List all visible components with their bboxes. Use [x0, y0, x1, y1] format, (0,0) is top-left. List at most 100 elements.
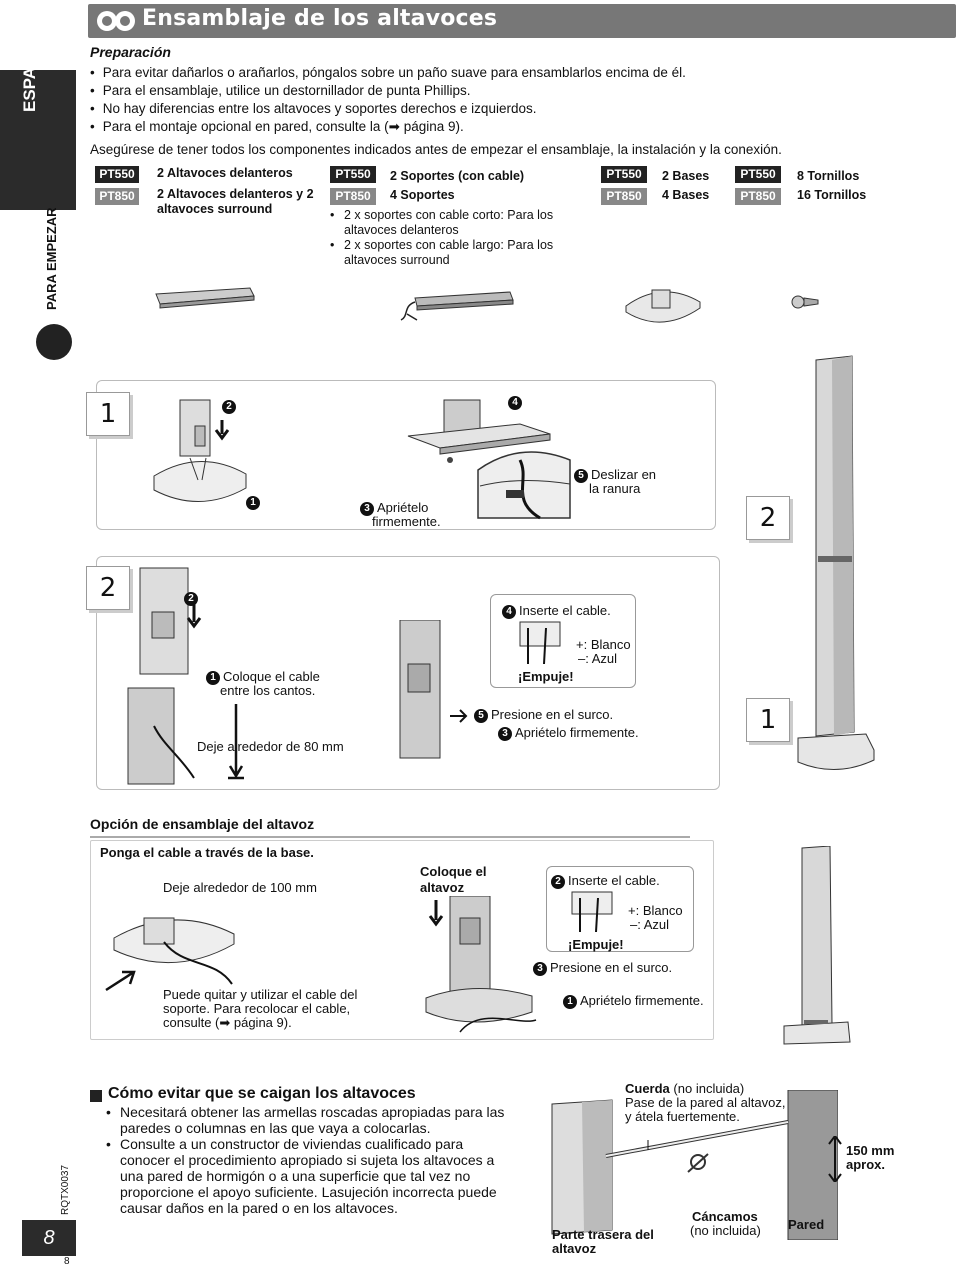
- length-indicator-icon: [228, 704, 244, 780]
- screws-pt550: 8 Tornillos: [797, 169, 860, 183]
- step-1-tighten-label-2: firmemente.: [372, 514, 441, 529]
- list-item: 2 x soportes con cable largo: Para los a…: [330, 238, 580, 268]
- label-text: Apriételo firmemente.: [515, 725, 639, 740]
- polarity-blue: –: Azul: [578, 651, 618, 666]
- polarity-white: +: Blanco: [628, 903, 683, 918]
- list-item: 2 x soportes con cable corto: Para los a…: [330, 208, 580, 238]
- option-base-illustration: [105, 917, 235, 992]
- page-number-small: 8: [64, 1256, 70, 1267]
- callout-2: 2: [184, 590, 201, 606]
- option-cable-note-3: consulte (➡ página 9).: [163, 1015, 292, 1030]
- list-item: Para el ensamblaje, utilice un destornil…: [90, 82, 686, 100]
- speaker-back-label-2: altavoz: [552, 1241, 597, 1256]
- list-item: Para evitar dañarlos o arañarlos, póngal…: [90, 64, 686, 82]
- step-1-groove-detail-illustration: [477, 451, 571, 520]
- list-item: Para el montaje opcional en pared, consu…: [90, 118, 686, 136]
- step-2-panel: [96, 556, 720, 790]
- tall-speaker-illustration: [797, 355, 875, 771]
- label-text: Inserte el cable.: [568, 873, 660, 888]
- prevent-heading: Cómo evitar que se caigan los altavoces: [108, 1085, 416, 1102]
- rope-instruction-2: y átela fuertemente.: [625, 1109, 740, 1124]
- list-item: Necesitará obtener las armellas roscadas…: [106, 1104, 506, 1136]
- sidebar-section-label: PARA EMPEZAR: [44, 207, 59, 310]
- doc-code: RQTX0037: [60, 1164, 71, 1215]
- model-tag-pt850: PT850: [735, 188, 781, 205]
- prevent-list: Necesitará obtener las armellas roscadas…: [106, 1104, 506, 1216]
- title-bar: [88, 4, 956, 38]
- step-1-slide-label-2: la ranura: [589, 481, 641, 496]
- arrow-down-icon: [428, 900, 444, 927]
- stands-pt850: 4 Soportes: [390, 188, 455, 202]
- distance-approx: aprox.: [846, 1157, 886, 1172]
- screw-illustration: [791, 295, 819, 309]
- option-panel: [90, 840, 714, 1040]
- callout-number: 3: [533, 962, 547, 976]
- option-cable-note-2: soporte. Para recolocar el cable,: [163, 1001, 351, 1016]
- list-item: No hay diferencias entre los altavoces y…: [90, 100, 686, 118]
- list-item: Consulte a un constructor de viviendas c…: [106, 1136, 506, 1216]
- page-number: 8: [22, 1220, 76, 1256]
- label-text: Apriételo: [377, 500, 429, 515]
- model-tag-pt850: PT850: [95, 188, 139, 205]
- model-tag-pt550: PT550: [601, 166, 647, 183]
- push-label: ¡Empuje!: [568, 937, 624, 952]
- callout-4: 4: [508, 394, 525, 410]
- speaker-part-number-2: 2: [746, 496, 790, 540]
- speakers-pt550: 2 Altavoces delanteros: [157, 166, 293, 180]
- step-2-place-cable-label-2: entre los cantos.: [220, 683, 316, 698]
- push-label: ¡Empuje!: [518, 669, 574, 684]
- option-detail-panel: [546, 866, 694, 952]
- label-text: Deslizar en: [591, 467, 657, 482]
- option-assembled-illustration: [425, 896, 537, 1033]
- step-2-speaker-back-illustration: [139, 567, 189, 675]
- callout-number: 5: [474, 709, 488, 723]
- step-number-2: 2: [86, 566, 130, 610]
- callout-number: 1: [206, 671, 220, 685]
- tools-icon: [36, 324, 72, 360]
- callout-1: 1: [246, 494, 263, 510]
- step-1-panel: [96, 380, 716, 530]
- model-tag-pt850: PT850: [601, 188, 647, 205]
- option-place-speaker-2: altavoz: [420, 880, 465, 895]
- callout-number: 2: [184, 592, 198, 606]
- label-text: Cuerda: [625, 1081, 670, 1096]
- callout-number: 4: [508, 396, 522, 410]
- callout-number: 1: [563, 995, 577, 1009]
- callout-number: 5: [574, 469, 588, 483]
- option-terminal-detail-illustration: [571, 891, 613, 933]
- polarity-blue: –: Azul: [630, 917, 670, 932]
- speaker-part-number-1: 1: [746, 698, 790, 742]
- callout-number: 1: [246, 496, 260, 510]
- preparation-heading: Preparación: [90, 44, 171, 60]
- wall-label: Pared: [788, 1217, 825, 1232]
- model-tag-pt850: PT850: [330, 188, 376, 205]
- step-2-detail-panel: [490, 594, 636, 688]
- anchoring-illustration: [551, 1090, 838, 1240]
- rope-label: Cuerda (no incluida): [625, 1081, 744, 1096]
- eyebolt-label: Cáncamos: [692, 1209, 758, 1224]
- stand-part-illustration: [400, 291, 514, 321]
- model-tag-pt550: PT550: [735, 166, 781, 183]
- label-text: Presione en el surco.: [550, 960, 673, 975]
- base-part-illustration: [625, 289, 701, 323]
- option-leave-length-label: Deje alrededor de 100 mm: [163, 880, 317, 895]
- eyebolt-note: (no incluida): [690, 1223, 761, 1238]
- arrow-down-icon: [214, 420, 230, 441]
- callout-number: 3: [498, 727, 512, 741]
- sidebar-language-label: ESPAÑOL: [20, 31, 39, 112]
- distance-value: 150 mm: [846, 1143, 895, 1158]
- option-place-speaker-1: Coloque el: [420, 864, 487, 879]
- stands-pt550: 2 Soportes (con cable): [390, 169, 525, 183]
- speaker-part-illustration: [155, 287, 255, 309]
- divider: [90, 836, 690, 838]
- callout-number: 2: [551, 875, 565, 889]
- callout-number: 2: [222, 400, 236, 414]
